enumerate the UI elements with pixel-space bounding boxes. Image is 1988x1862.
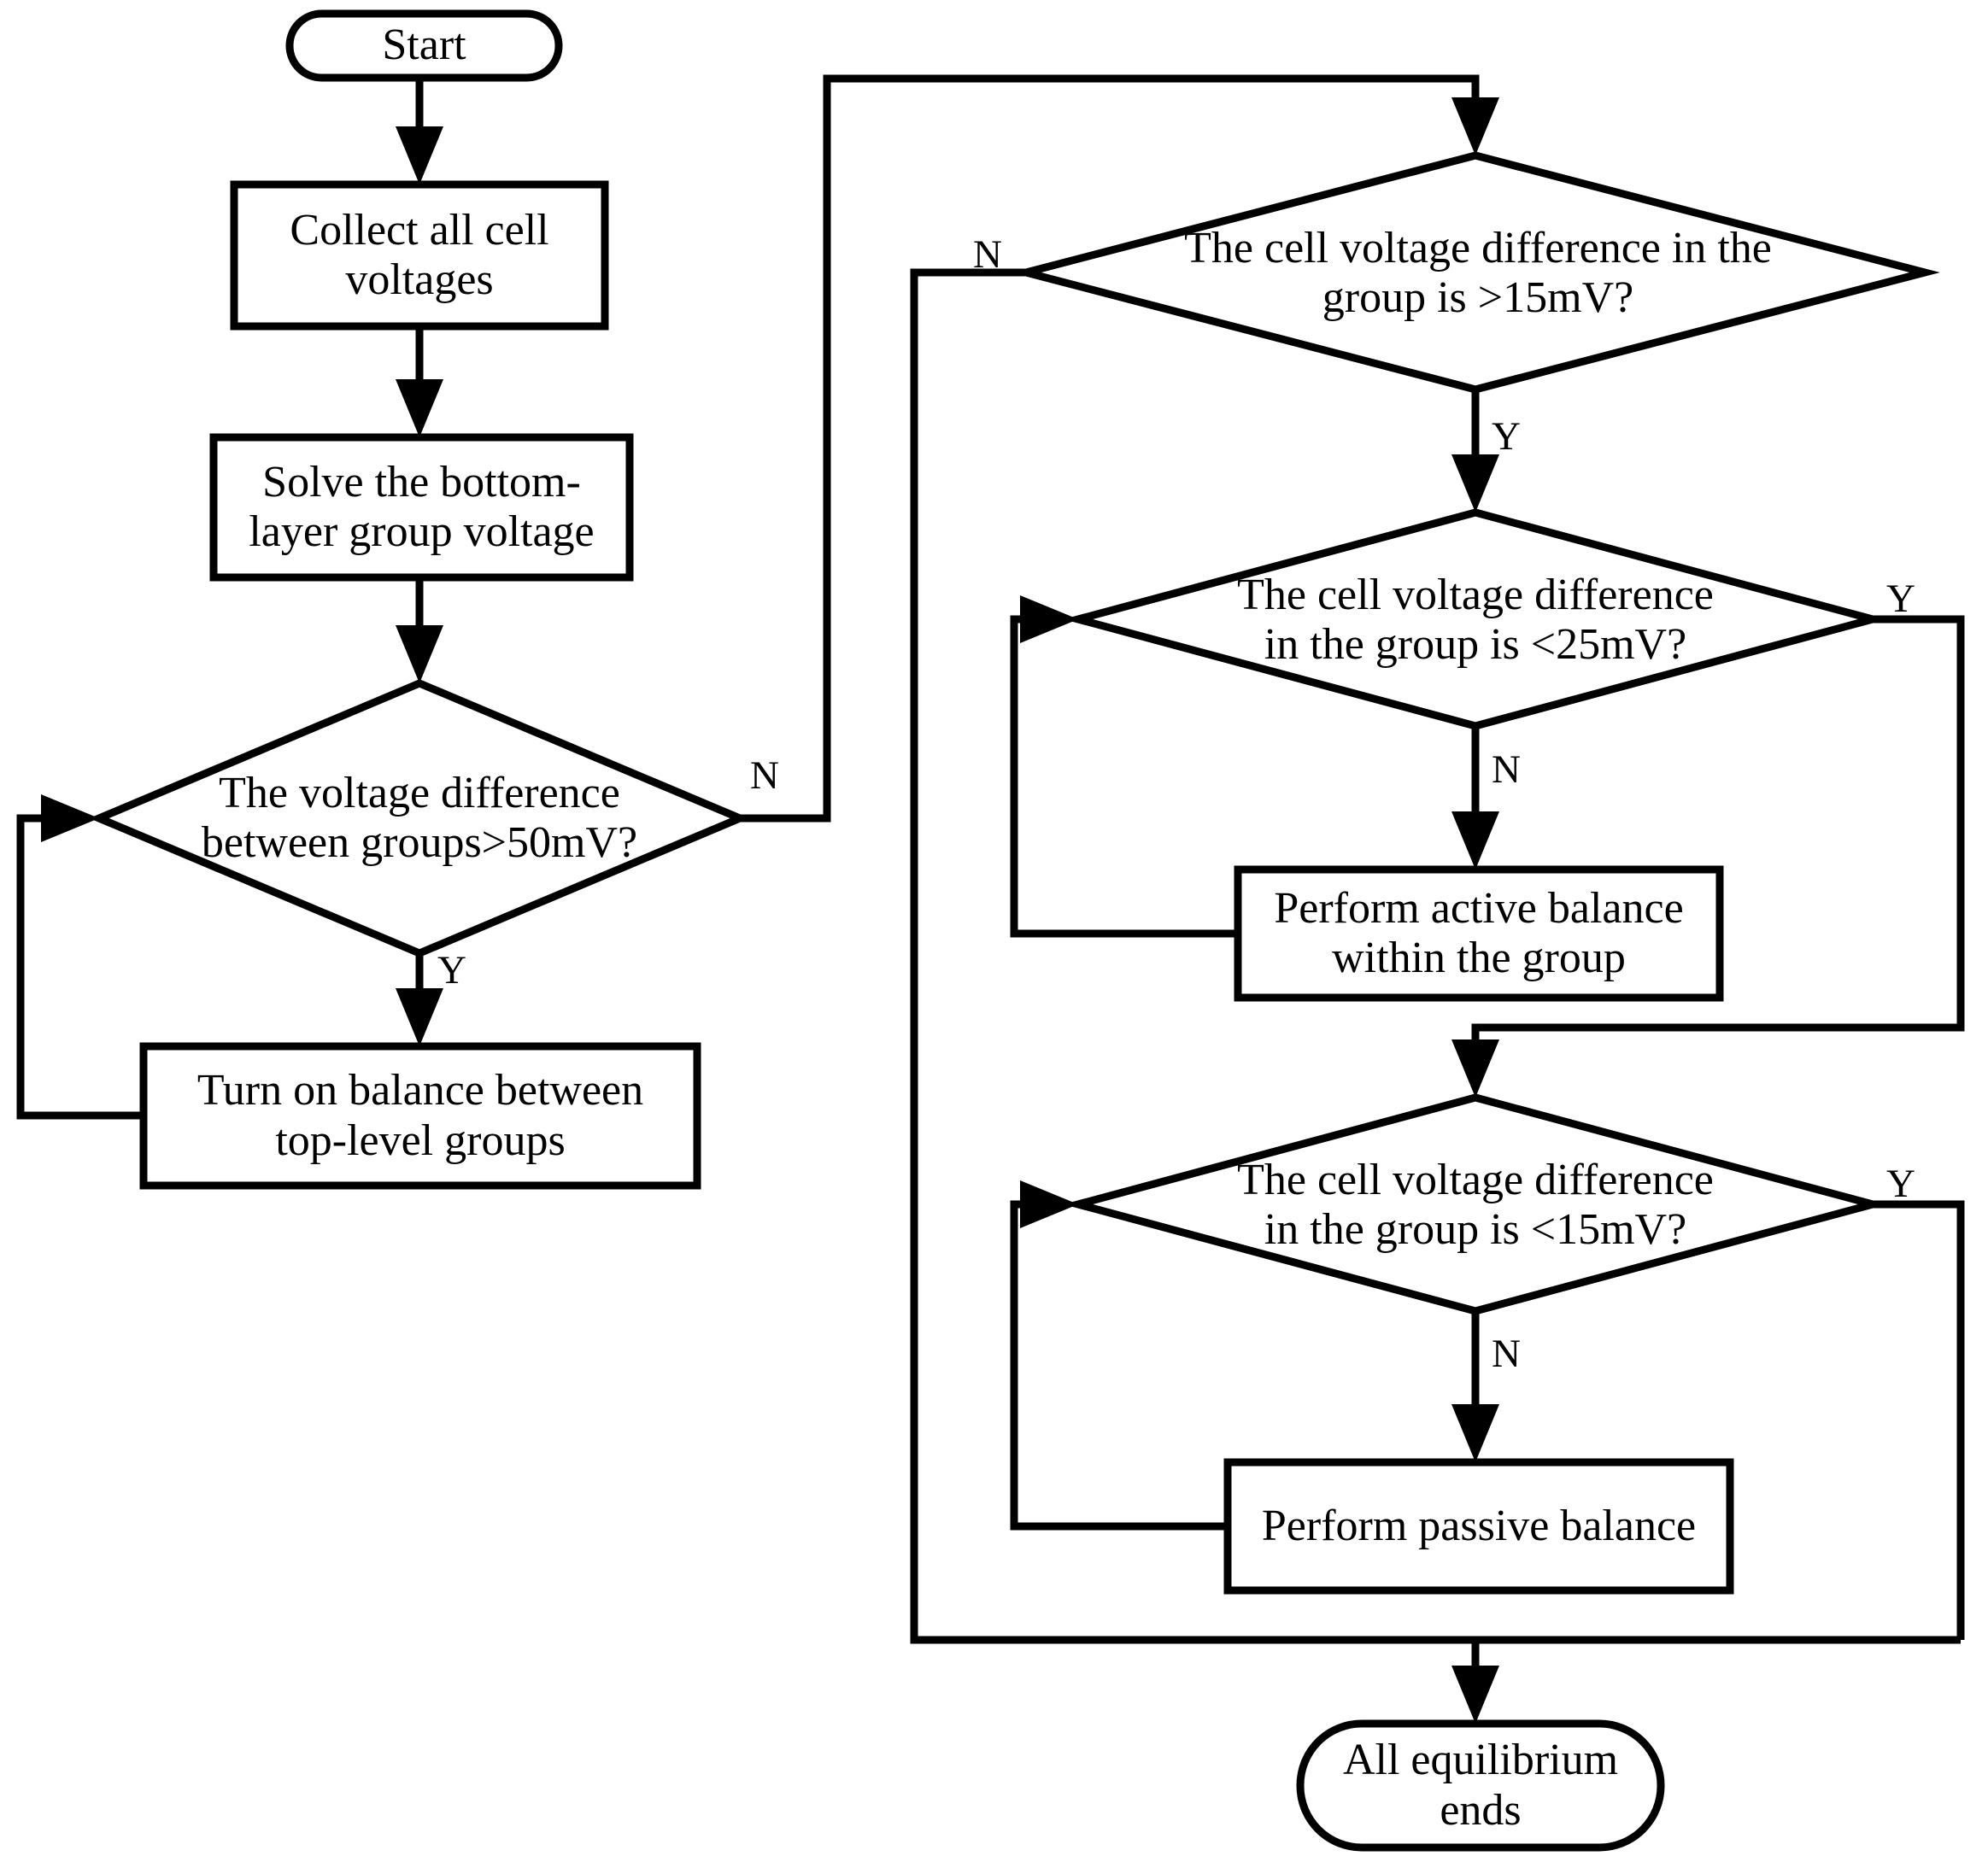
arrowhead-dec-groups-yes [396, 988, 443, 1046]
arrowhead-gt15-yes [1451, 454, 1499, 512]
arrowhead-active-bal-loop [1020, 595, 1078, 643]
node-dec-lt25-shape [1063, 508, 1888, 730]
edge-label-gt15-yes: Y [1492, 414, 1521, 459]
arrowhead-dec-groups-no [1451, 97, 1499, 155]
edge-label-lt25-yes: Y [1886, 577, 1915, 621]
node-start-shape [285, 9, 563, 82]
edge-active-bal-loop [1010, 615, 1238, 938]
node-dec-lt15-shape [1063, 1093, 1888, 1315]
arrowhead-collect-solve [396, 379, 443, 437]
node-active-bal-shape [1234, 865, 1724, 1002]
edge-dec-groups-no [740, 74, 1480, 823]
node-passive-bal-shape [1223, 1458, 1734, 1595]
node-end-shape [1296, 1719, 1665, 1852]
edge-label-lt15-yes: Y [1886, 1162, 1915, 1206]
arrowhead-lt15-no [1451, 1404, 1499, 1462]
edge-passive-bal-loop [1010, 1200, 1228, 1531]
arrowhead-solve-dec-groups [396, 625, 443, 683]
arrowhead-to-end [1451, 1666, 1499, 1724]
node-dec-groups-shape [89, 679, 750, 957]
arrowhead-start-collect [396, 126, 443, 184]
edge-label-lt25-no: N [1492, 747, 1521, 792]
edge-turn-on-loop [16, 814, 144, 1120]
edge-label-lt15-no: N [1492, 1332, 1521, 1376]
node-solve-shape [209, 433, 634, 582]
edge-label-gt15-no: N [973, 232, 1002, 277]
node-turn-on-shape [139, 1042, 701, 1190]
edge-label-groups-yes: Y [437, 948, 466, 992]
edge-gt15-no [910, 268, 1961, 1644]
arrowhead-passive-bal-loop [1020, 1180, 1078, 1228]
edge-lt15-yes [1873, 1200, 1965, 1640]
arrowhead-lt25-no [1451, 811, 1499, 870]
node-dec-gt15-shape [1011, 151, 1940, 394]
edge-label-groups-no: N [750, 753, 779, 798]
node-collect-shape [230, 180, 609, 331]
arrowhead-turn-on-loop [41, 794, 99, 842]
arrowhead-lt25-yes [1451, 1039, 1499, 1098]
